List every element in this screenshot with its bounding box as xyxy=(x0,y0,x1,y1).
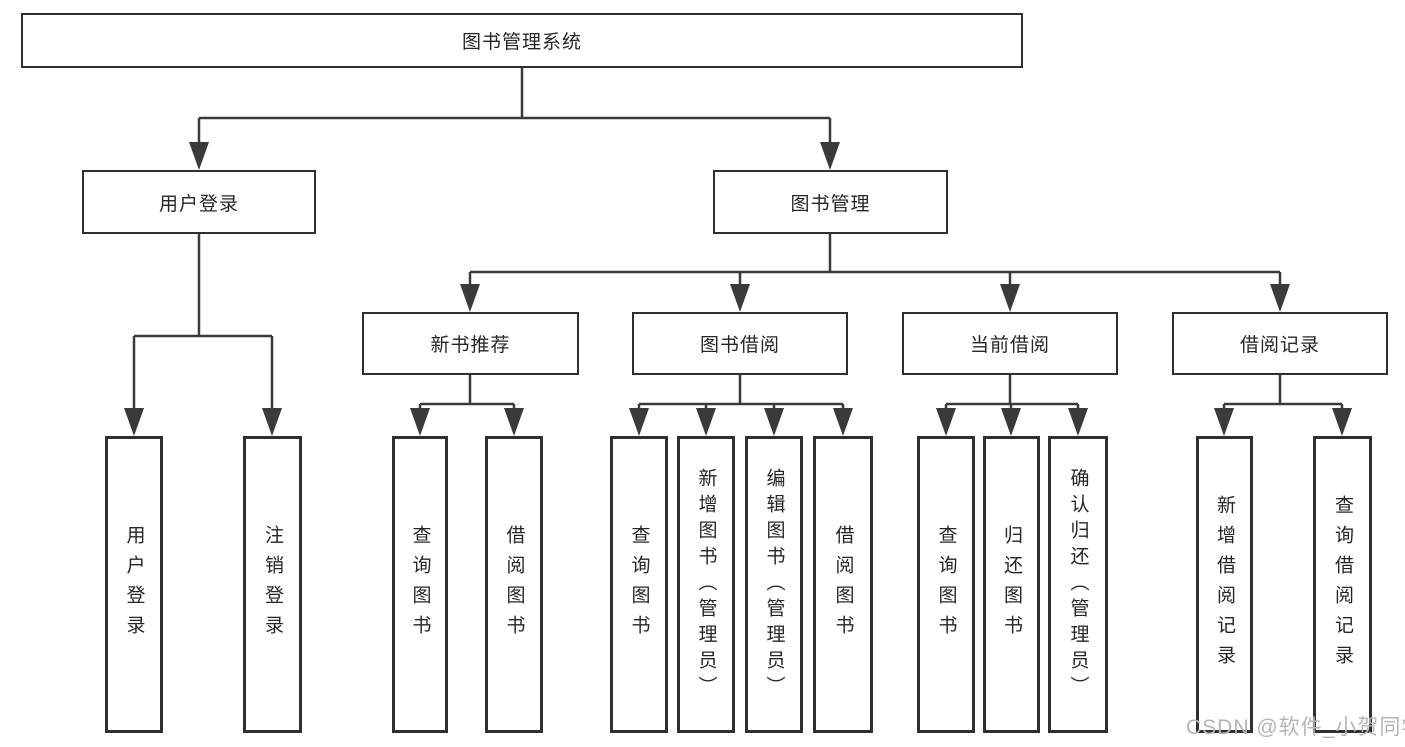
leaf-borrow-books-recommend: 借阅图书 xyxy=(485,436,543,733)
arrowhead xyxy=(764,408,784,436)
leaf-edit-book-admin: 编辑图书（管理员） xyxy=(745,436,803,733)
arrowhead xyxy=(410,408,430,436)
arrowhead xyxy=(696,408,716,436)
arrowhead xyxy=(833,408,853,436)
arrowhead xyxy=(460,284,480,312)
node-book-borrowing: 图书借阅 xyxy=(632,312,848,375)
node-book-management: 图书管理 xyxy=(713,170,948,234)
node-borrowing-records: 借阅记录 xyxy=(1172,312,1388,375)
leaf-query-books-recommend: 查询图书 xyxy=(392,436,448,733)
leaf-add-book-admin: 新增图书（管理员） xyxy=(677,436,735,733)
arrowhead xyxy=(1000,284,1020,312)
leaf-return-book: 归还图书 xyxy=(983,436,1040,733)
arrowhead xyxy=(730,284,750,312)
arrowhead xyxy=(629,408,649,436)
arrowhead xyxy=(1068,408,1088,436)
arrowhead xyxy=(504,408,524,436)
arrowhead xyxy=(1214,408,1234,436)
arrowheads xyxy=(124,142,1352,436)
leaf-query-borrow-record: 查询借阅记录 xyxy=(1313,436,1372,733)
node-new-book-recommend: 新书推荐 xyxy=(362,312,579,375)
arrowhead xyxy=(1001,408,1021,436)
node-library-system: 图书管理系统 xyxy=(21,13,1023,68)
leaf-add-borrow-record: 新增借阅记录 xyxy=(1196,436,1253,733)
leaf-confirm-return-admin: 确认归还（管理员） xyxy=(1048,436,1108,733)
arrowhead xyxy=(1332,408,1352,436)
arrowhead xyxy=(189,142,209,170)
csdn-watermark: CSDN @软件_小贺同学 xyxy=(1186,716,1405,739)
leaf-logout: 注销登录 xyxy=(243,436,302,733)
arrowhead xyxy=(124,408,144,436)
arrowhead xyxy=(820,142,840,170)
leaf-borrow-books: 借阅图书 xyxy=(813,436,873,733)
arrowhead xyxy=(1270,284,1290,312)
leaf-user-login: 用户登录 xyxy=(105,436,163,733)
arrowhead xyxy=(936,408,956,436)
node-user-login: 用户登录 xyxy=(82,170,316,234)
node-current-borrowing: 当前借阅 xyxy=(902,312,1118,375)
leaf-query-books-current: 查询图书 xyxy=(917,436,975,733)
leaf-query-books-borrow: 查询图书 xyxy=(610,436,668,733)
arrowhead xyxy=(262,408,282,436)
